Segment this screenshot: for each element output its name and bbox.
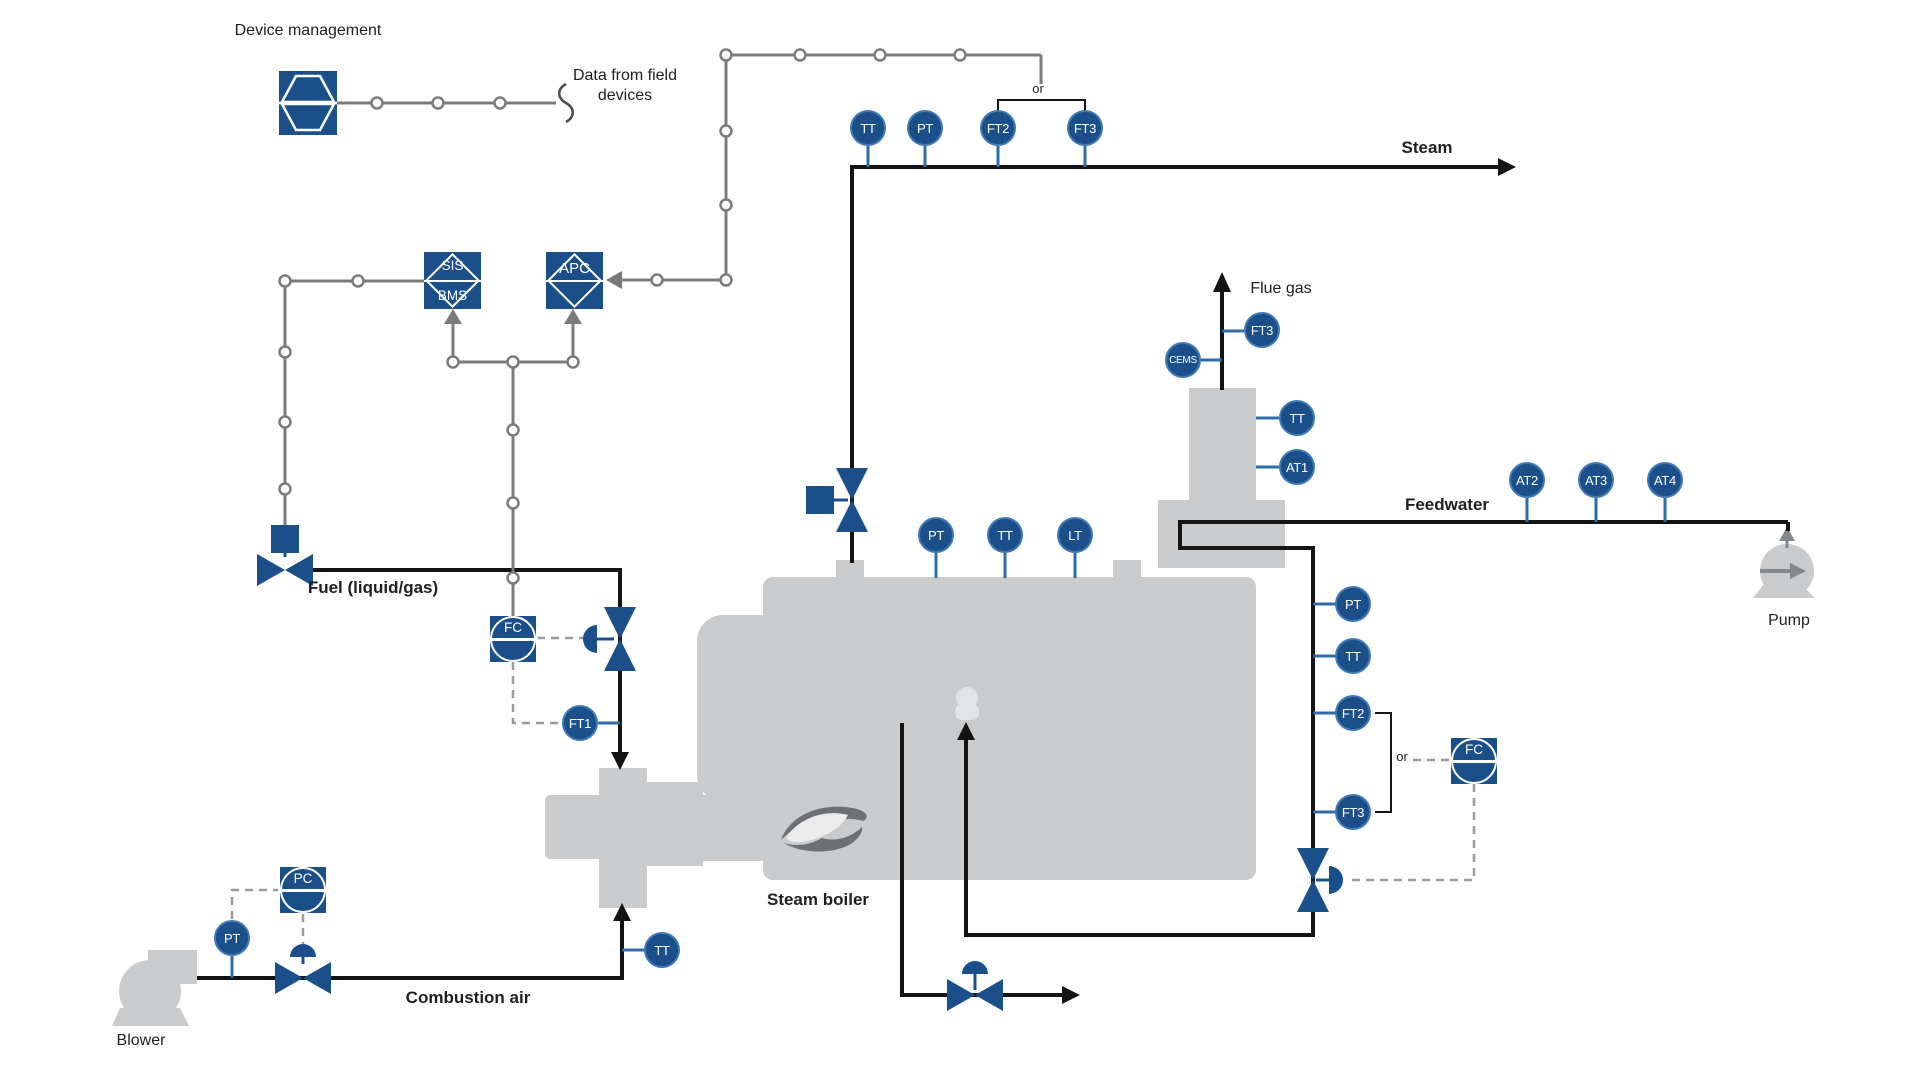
- fuel-control-valve: [583, 607, 636, 671]
- fuel-fc-label: FC: [504, 620, 522, 635]
- apc-label: APC: [559, 260, 590, 277]
- instrument-drum-tt[interactable]: TT: [987, 517, 1023, 553]
- economizer: [1158, 500, 1285, 568]
- instrument-flue-tt[interactable]: TT: [1279, 400, 1315, 436]
- instrument-stems: [230, 146, 1667, 978]
- steam-boiler-label: Steam boiler: [766, 890, 870, 909]
- chimney: [1189, 388, 1256, 504]
- combustion-air-valve: [275, 944, 331, 994]
- instrument-steam-ft3[interactable]: FT3: [1067, 110, 1103, 146]
- feedwater-control-valve: [1297, 848, 1343, 912]
- pump-icon: [1753, 527, 1815, 598]
- instrument-flue-ft3[interactable]: FT3: [1244, 312, 1280, 348]
- instrument-steam-tt[interactable]: TT: [850, 110, 886, 146]
- blower-label: Blower: [116, 1032, 166, 1049]
- instrument-steam-pt[interactable]: PT: [907, 110, 943, 146]
- instrument-flue-at1[interactable]: AT1: [1279, 449, 1315, 485]
- instrument-feedwater-at3[interactable]: AT3: [1578, 462, 1614, 498]
- data-from-field-devices-label: Data from field devices: [572, 67, 678, 104]
- air-pc-label: PC: [293, 871, 313, 886]
- instrument-steam-ft2[interactable]: FT2: [980, 110, 1016, 146]
- valves: [257, 468, 1343, 1011]
- instrument-drum-lt[interactable]: LT: [1057, 517, 1093, 553]
- instrument-right-ft2[interactable]: FT2: [1335, 695, 1371, 731]
- or-brackets: [997, 99, 1392, 813]
- instrument-flue-cems[interactable]: CEMS: [1165, 342, 1201, 378]
- air-pressure-controller[interactable]: PC: [278, 867, 328, 913]
- device-management-glyph: [279, 74, 337, 132]
- feedwater-label: Feedwater: [1404, 495, 1490, 514]
- instrument-drum-pt[interactable]: PT: [918, 517, 954, 553]
- fuel-label: Fuel (liquid/gas): [307, 578, 439, 597]
- bms-label: BMS: [437, 288, 468, 303]
- pump-label: Pump: [1768, 612, 1810, 629]
- instrument-right-ft3[interactable]: FT3: [1335, 794, 1371, 830]
- blowdown-valve: [947, 961, 1003, 1011]
- instrument-feedwater-at4[interactable]: AT4: [1647, 462, 1683, 498]
- instrument-fuel-ft1[interactable]: FT1: [562, 705, 598, 741]
- flame-icon: [781, 806, 867, 852]
- feedwater-inlet-figure: [955, 687, 979, 720]
- network-nodes: [278, 48, 967, 585]
- combustion-air-pipe: [197, 915, 624, 980]
- steam-valve: [806, 468, 868, 532]
- feedwater-pipe: [964, 520, 1788, 937]
- process-pipes: [197, 165, 1790, 997]
- steam-boiler-body: [545, 388, 1285, 908]
- blowdown-pipe: [900, 723, 1066, 997]
- instrument-right-pt[interactable]: PT: [1335, 586, 1371, 622]
- feedwater-flow-controller[interactable]: FC: [1449, 738, 1499, 784]
- fuel-pipe: [313, 568, 622, 758]
- feedwater-fc-label: FC: [1465, 742, 1483, 757]
- pipe-arrowheads: [611, 158, 1516, 1004]
- blower-icon: [112, 950, 197, 1026]
- steam-pipe: [850, 165, 1502, 563]
- or-label-feedwater: or: [1396, 749, 1408, 764]
- device-management-icon[interactable]: [279, 71, 337, 135]
- steam-label: Steam: [1401, 138, 1453, 157]
- sis-label: SIS: [441, 258, 464, 273]
- or-label-steam: or: [1032, 81, 1044, 96]
- fuel-flow-controller[interactable]: FC: [488, 616, 538, 662]
- line-break-squiggle: [558, 82, 574, 124]
- instrument-air-pt[interactable]: PT: [214, 920, 250, 956]
- flue-gas-label: Flue gas: [1250, 280, 1312, 297]
- instrument-air-tt[interactable]: TT: [644, 932, 680, 968]
- device-management-label: Device management: [234, 22, 382, 39]
- instrument-feedwater-at2[interactable]: AT2: [1509, 462, 1545, 498]
- instrument-right-tt[interactable]: TT: [1335, 638, 1371, 674]
- apc-box[interactable]: APC: [546, 252, 603, 309]
- sis-bms-box[interactable]: SIS BMS: [424, 252, 481, 309]
- combustion-air-label: Combustion air: [405, 988, 531, 1007]
- network-arrowheads: [444, 271, 622, 324]
- fuel-shutoff-valve: [257, 525, 313, 586]
